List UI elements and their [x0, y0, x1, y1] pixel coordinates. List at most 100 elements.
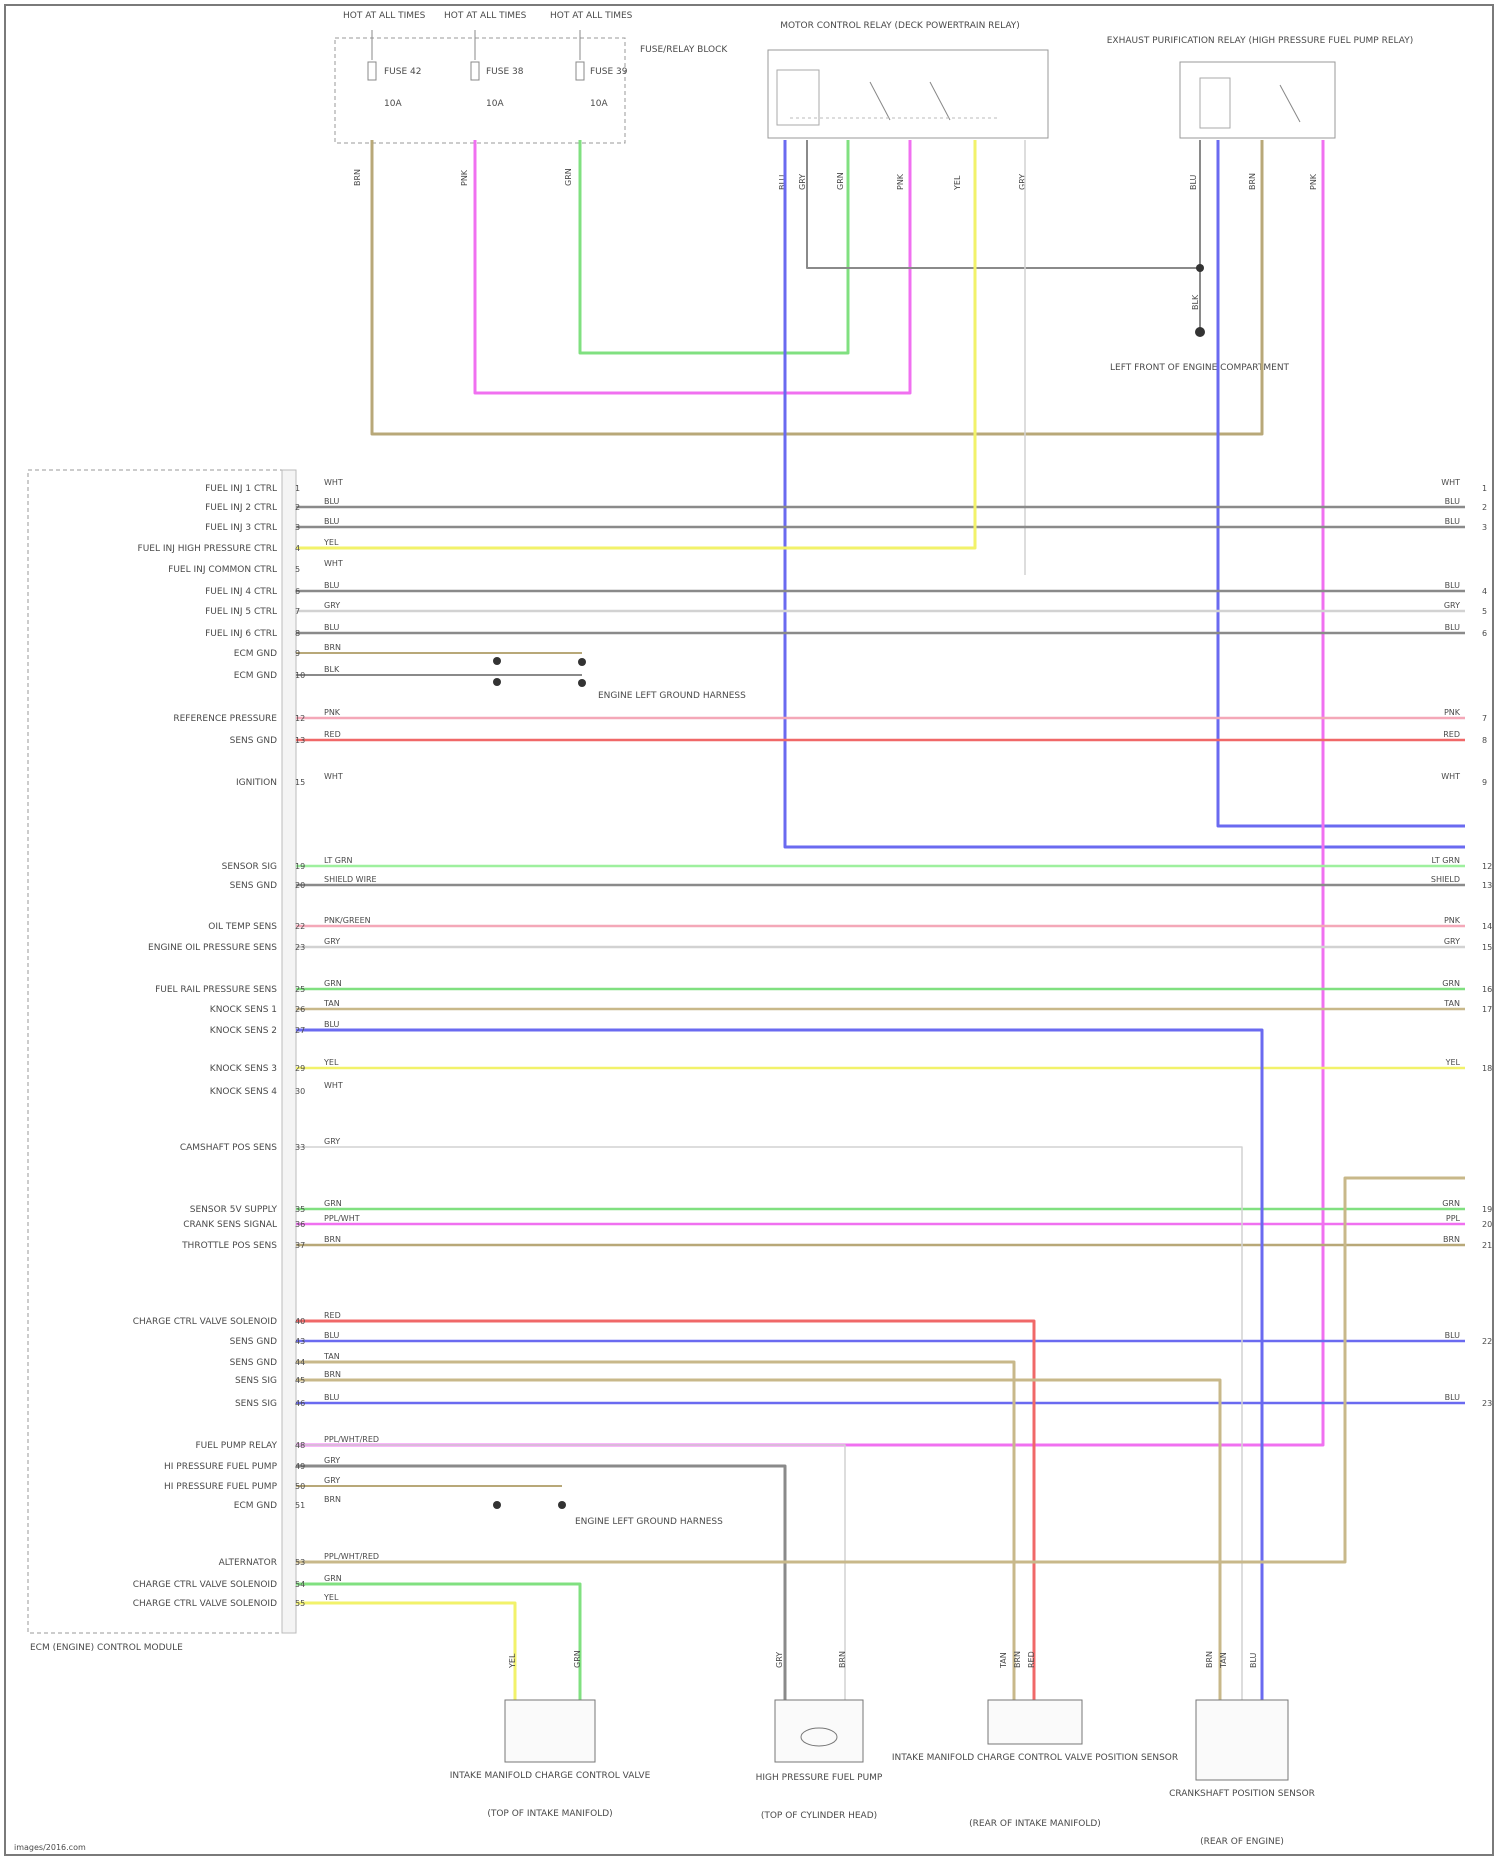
ecm-pin-number: 2 [295, 503, 300, 512]
crank-sensor-pin-1: BRN [1205, 1651, 1214, 1668]
ecm-outline [28, 470, 286, 1633]
fuse-block-label: FUSE/RELAY BLOCK [640, 45, 728, 55]
wire-relay2-pnk [296, 140, 1323, 1445]
ecm-wire-label: BLU [324, 623, 340, 632]
relay1-pin-wire: PNK [896, 173, 905, 190]
ecm-wire-label: TAN [323, 999, 340, 1008]
relay2-title: EXHAUST PURIFICATION RELAY (HIGH PRESSUR… [1107, 36, 1413, 46]
ecm-pin-name: OIL TEMP SENS [208, 922, 277, 932]
ecm-wire-label: BRN [324, 643, 341, 652]
ecm-pin-name: ALTERNATOR [219, 1558, 277, 1568]
component-charge-control-valve: INTAKE MANIFOLD CHARGE CONTROL VALVE (TO… [450, 1650, 651, 1819]
ecm-pin-name: SENS GND [230, 881, 277, 891]
wire-sens-gnd-tan [296, 1362, 1014, 1700]
ecm-pin-number: 6 [295, 587, 300, 596]
relay2-pin-wire: BLU [1189, 174, 1198, 190]
fuse-3-name: FUSE 39 [590, 67, 628, 77]
wire-knock2-blu [296, 1030, 1262, 1700]
fuse-2-wire-label: PNK [460, 169, 469, 186]
ecm-wire-label: YEL [323, 1058, 339, 1067]
ecm-pin-name: SENSOR 5V SUPPLY [190, 1205, 278, 1215]
ecm-pin-number: 55 [295, 1599, 305, 1608]
ecm-pin-name: THROTTLE POS SENS [181, 1241, 277, 1251]
right-pin-number: 14 [1482, 922, 1492, 931]
ecm-pin-number: 54 [295, 1580, 305, 1589]
fuse-1-element [368, 62, 376, 80]
ecm-pin-name: SENS GND [230, 1358, 277, 1368]
ecm-pin-number: 9 [295, 649, 300, 658]
ecm-pin-number: 26 [295, 1005, 305, 1014]
right-wire-label: BRN [1443, 1235, 1460, 1244]
right-pin-number: 15 [1482, 943, 1492, 952]
ecm-label: ECM (ENGINE) CONTROL MODULE [30, 1643, 183, 1653]
right-wire-label: GRY [1444, 601, 1460, 610]
ecm-pin-number: 27 [295, 1026, 305, 1035]
fuse-block-outline [335, 38, 625, 143]
ecm-pin-name: FUEL INJ 1 CTRL [205, 484, 277, 494]
ecm-pin-number: 35 [295, 1205, 305, 1214]
ecm-pin-name: KNOCK SENS 2 [210, 1026, 277, 1036]
wire-hp-inj-yel [296, 140, 975, 548]
position-sensor-pin-3: RED [1027, 1651, 1036, 1668]
ecm-pin-number: 20 [295, 881, 305, 890]
ecm-pin-number: 44 [295, 1358, 305, 1367]
ecm-pin-name: REFERENCE PRESSURE [173, 714, 277, 724]
ecm-pin-name: FUEL INJ 2 CTRL [205, 503, 277, 513]
valve-location: (TOP OF INTAKE MANIFOLD) [487, 1809, 612, 1819]
pump-pin-2: BRN [838, 1651, 847, 1668]
wire-sens-sig-brn [296, 1380, 1220, 1700]
position-sensor-title: INTAKE MANIFOLD CHARGE CONTROL VALVE POS… [892, 1753, 1178, 1763]
wire-ccv-grn [296, 1584, 580, 1700]
component-high-pressure-fuel-pump: HIGH PRESSURE FUEL PUMP (TOP OF CYLINDER… [756, 1651, 883, 1821]
ecm-pin-name: KNOCK SENS 3 [210, 1064, 277, 1074]
right-wire-label: PNK [1444, 708, 1461, 717]
ecm-pin-number: 22 [295, 922, 305, 931]
ecm-pin-name: FUEL INJ HIGH PRESSURE CTRL [138, 544, 277, 554]
position-sensor-body [988, 1700, 1082, 1744]
fuse-2-amp: 10A [486, 99, 504, 109]
right-wire-label: BLU [1445, 497, 1461, 506]
ground-junction [1196, 264, 1204, 272]
right-pin-number: 8 [1482, 736, 1487, 745]
fuse-2-element [471, 62, 479, 80]
ecm-wire-label: BRN [324, 1235, 341, 1244]
splice-2-dot-a [493, 1501, 501, 1509]
right-wire-label: LT GRN [1431, 856, 1460, 865]
ecm-pin-number: 12 [295, 714, 305, 723]
ecm-pin-name: CAMSHAFT POS SENS [180, 1143, 277, 1153]
ecm-pin-number: 8 [295, 629, 300, 638]
ground-wire-label: BLK [1191, 294, 1200, 310]
valve-body [505, 1700, 595, 1762]
ecm-wire-label: BRN [324, 1370, 341, 1379]
ecm-wire-label: BLU [324, 1393, 340, 1402]
right-pin-number: 19 [1482, 1205, 1492, 1214]
ground-point-icon [1195, 327, 1205, 337]
fuse-3-wire-label: GRN [564, 168, 573, 186]
right-pin-number: 20 [1482, 1220, 1492, 1229]
ecm-pin-number: 43 [295, 1337, 305, 1346]
ecm-pin-number: 30 [295, 1087, 305, 1096]
ecm-pin-number: 29 [295, 1064, 305, 1073]
ecm-wire-label: BLU [324, 497, 340, 506]
ecm-pin-name: FUEL PUMP RELAY [195, 1441, 277, 1451]
right-wire-label: BLU [1445, 517, 1461, 526]
ecm-pin-number: 49 [295, 1462, 305, 1471]
ecm-wire-label: BLU [324, 1020, 340, 1029]
right-wire-label: SHIELD [1431, 875, 1460, 884]
ecm-pin-number: 10 [295, 671, 305, 680]
ecm-pin-name: FUEL INJ 6 CTRL [205, 629, 277, 639]
ecm-wire-label: BLU [324, 581, 340, 590]
right-pin-number: 13 [1482, 881, 1492, 890]
relay1-switch-b [930, 82, 950, 120]
right-wire-label: BLU [1445, 581, 1461, 590]
ecm-pin-name: FUEL RAIL PRESSURE SENS [155, 985, 277, 995]
pump-body [775, 1700, 863, 1762]
ecm-pin-number: 36 [295, 1220, 305, 1229]
splice-2-dot-b [558, 1501, 566, 1509]
right-pin-number: 3 [1482, 523, 1487, 532]
fuse-2-name: FUSE 38 [486, 67, 524, 77]
ecm-pin-name: CHARGE CTRL VALVE SOLENOID [133, 1599, 277, 1609]
right-pin-number: 4 [1482, 587, 1487, 596]
ecm-pin-number: 33 [295, 1143, 305, 1152]
